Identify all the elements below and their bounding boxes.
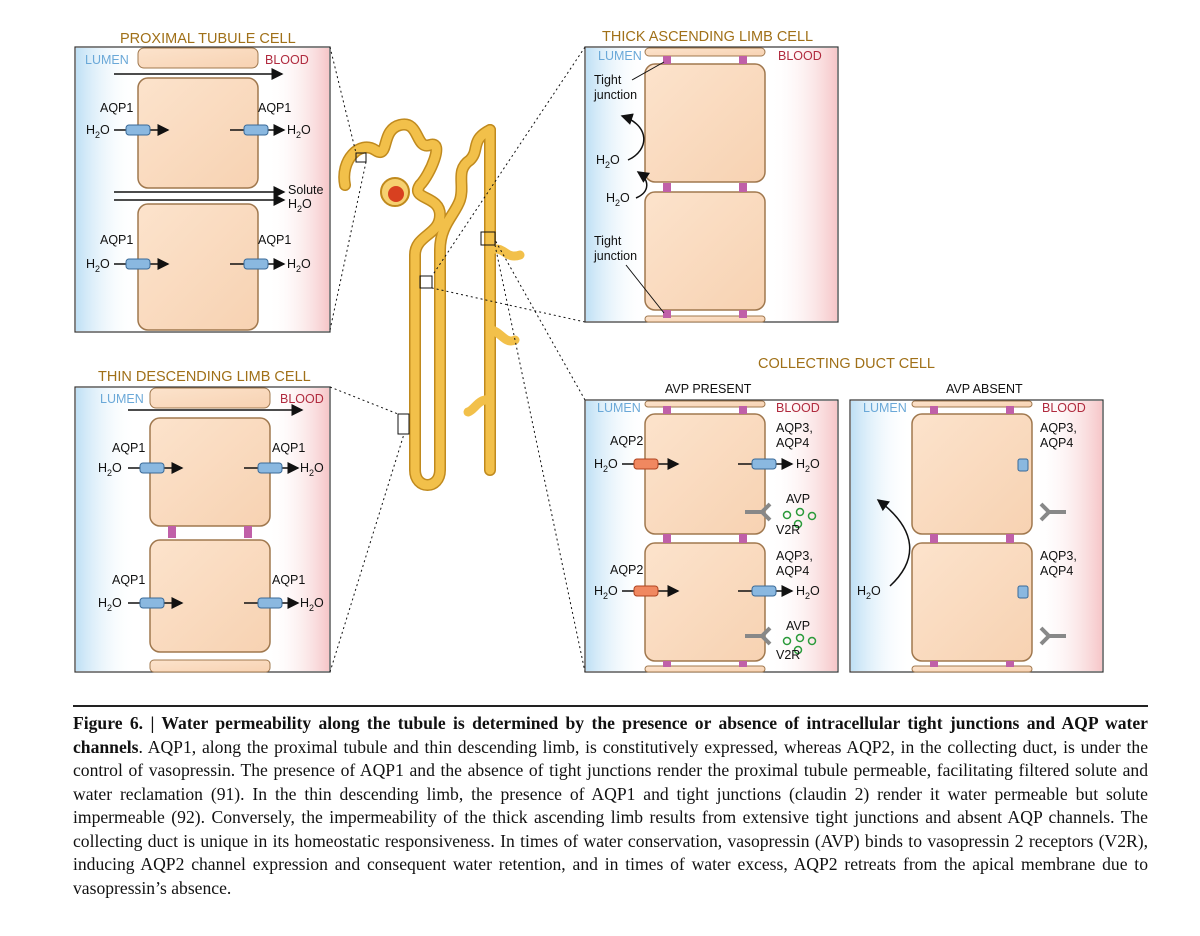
thin-title: THIN DESCENDING LIMB CELL xyxy=(98,369,311,385)
water-label: H2O xyxy=(300,461,324,478)
proximal-locator-box xyxy=(355,152,367,163)
aqp1-channel xyxy=(243,124,269,136)
v2r-receptor xyxy=(745,502,772,522)
water-label: H2O xyxy=(606,191,630,208)
thin-descending-panel: THIN DESCENDING LIMB CELL LUMEN BLOOD AQ… xyxy=(74,369,331,673)
avp-present-lumen-label: LUMEN xyxy=(597,401,641,415)
nephron-illustration xyxy=(338,118,525,491)
proximal-lumen-label: LUMEN xyxy=(85,53,129,67)
v2r-receptor xyxy=(745,626,772,646)
aqp1-label: AQP1 xyxy=(272,441,305,455)
aqp4-label: AQP4 xyxy=(1040,436,1073,450)
caption-bold: Water permeability along the tubule is d… xyxy=(73,713,1148,757)
solute-label: Solute xyxy=(288,183,323,197)
aqp4-label: AQP4 xyxy=(776,564,809,578)
aqp3-label: AQP3, xyxy=(776,549,813,563)
water-label: H2O xyxy=(796,457,820,474)
aqp3-label: AQP3, xyxy=(776,421,813,435)
tight-junction-label: junction xyxy=(593,88,637,102)
tight-junction-label: junction xyxy=(593,249,637,263)
tight-junctions xyxy=(663,56,747,318)
collecting-locator-box xyxy=(480,231,496,246)
aqp3-4-channel xyxy=(1017,458,1029,472)
aqp3-4-channel xyxy=(751,585,777,597)
aqp1-channel xyxy=(125,258,151,270)
aqp1-label: AQP1 xyxy=(112,573,145,587)
aqp1-channel xyxy=(257,597,283,609)
aqp2-label: AQP2 xyxy=(610,434,643,448)
thick-blood-label: BLOOD xyxy=(778,49,822,63)
water-label: H2O xyxy=(594,584,618,601)
thin-locator-box xyxy=(397,413,410,435)
aqp1-label: AQP1 xyxy=(258,101,291,115)
figure-caption: Figure 6. | Water permeability along the… xyxy=(73,713,1148,898)
callout-lines xyxy=(329,46,586,673)
caption-rule xyxy=(73,705,1148,707)
v2r-receptor xyxy=(1039,626,1066,646)
aqp2-label: AQP2 xyxy=(610,563,643,577)
tight-junction xyxy=(168,526,176,538)
v2r-receptor xyxy=(1039,502,1066,522)
figure-diagram: PROXIMAL TUBULE CELL LUMEN BLOOD AQP1 AQ… xyxy=(74,29,1104,673)
aqp3-label: AQP3, xyxy=(1040,549,1077,563)
water-label: H2O xyxy=(594,457,618,474)
water-label: H2O xyxy=(596,153,620,170)
aqp3-4-channel xyxy=(751,458,777,470)
water-label: H2O xyxy=(796,584,820,601)
thick-locator-box xyxy=(419,275,433,289)
aqp4-label: AQP4 xyxy=(1040,564,1073,578)
thick-title: THICK ASCENDING LIMB CELL xyxy=(602,29,813,45)
water-label: H2O xyxy=(287,257,311,274)
aqp1-channel xyxy=(139,462,165,474)
proximal-blood-label: BLOOD xyxy=(265,53,309,67)
proximal-panel: PROXIMAL TUBULE CELL LUMEN BLOOD AQP1 AQ… xyxy=(74,31,331,333)
tight-junction xyxy=(244,526,252,538)
avp-present-panel: AVP PRESENT LUMEN BLOOD AQP2 AQP3, AQP4 … xyxy=(584,382,839,673)
avp-present-header: AVP PRESENT xyxy=(665,382,752,396)
v2r-label: V2R xyxy=(776,648,800,662)
aqp4-label: AQP4 xyxy=(776,436,809,450)
tight-junction-label: Tight xyxy=(594,234,622,248)
water-label: H2O xyxy=(287,123,311,140)
aqp1-label: AQP1 xyxy=(258,233,291,247)
thick-lumen-label: LUMEN xyxy=(598,49,642,63)
aqp1-channel xyxy=(257,462,283,474)
aqp1-label: AQP1 xyxy=(100,233,133,247)
collecting-title: COLLECTING DUCT CELL xyxy=(758,356,935,372)
avp-label: AVP xyxy=(786,492,810,506)
aqp1-channel xyxy=(139,597,165,609)
avp-absent-lumen-label: LUMEN xyxy=(863,401,907,415)
avp-absent-header: AVP ABSENT xyxy=(946,382,1023,396)
aqp3-label: AQP3, xyxy=(1040,421,1077,435)
caption-lead: Figure 6. xyxy=(73,713,144,733)
water-label: H2O xyxy=(288,197,312,214)
aqp1-label: AQP1 xyxy=(112,441,145,455)
aqp1-label: AQP1 xyxy=(272,573,305,587)
thin-blood-label: BLOOD xyxy=(280,392,324,406)
aqp3-4-channel xyxy=(1017,585,1029,599)
avp-molecules xyxy=(782,507,817,529)
aqp2-channel xyxy=(633,585,659,597)
aqp1-channel xyxy=(125,124,151,136)
aqp2-channel xyxy=(633,458,659,470)
thick-ascending-panel: THICK ASCENDING LIMB CELL LUMEN BLOOD Ti… xyxy=(584,29,839,323)
caption-body: . AQP1, along the proximal tubule and th… xyxy=(73,736,1148,898)
water-label: H2O xyxy=(98,596,122,613)
water-label: H2O xyxy=(300,596,324,613)
avp-absent-blood-label: BLOOD xyxy=(1042,401,1086,415)
water-label: H2O xyxy=(857,584,881,601)
thin-lumen-label: LUMEN xyxy=(100,392,144,406)
avp-molecules xyxy=(782,633,817,655)
avp-present-blood-label: BLOOD xyxy=(776,401,820,415)
aqp1-label: AQP1 xyxy=(100,101,133,115)
v2r-label: V2R xyxy=(776,523,800,537)
water-label: H2O xyxy=(98,461,122,478)
aqp1-channel xyxy=(243,258,269,270)
water-label: H2O xyxy=(86,257,110,274)
avp-label: AVP xyxy=(786,619,810,633)
proximal-title: PROXIMAL TUBULE CELL xyxy=(120,31,296,47)
water-label: H2O xyxy=(86,123,110,140)
tight-junction-label: Tight xyxy=(594,73,622,87)
avp-absent-panel: AVP ABSENT LUMEN BLOOD AQP3, AQP4 AQP3, … xyxy=(849,382,1104,673)
